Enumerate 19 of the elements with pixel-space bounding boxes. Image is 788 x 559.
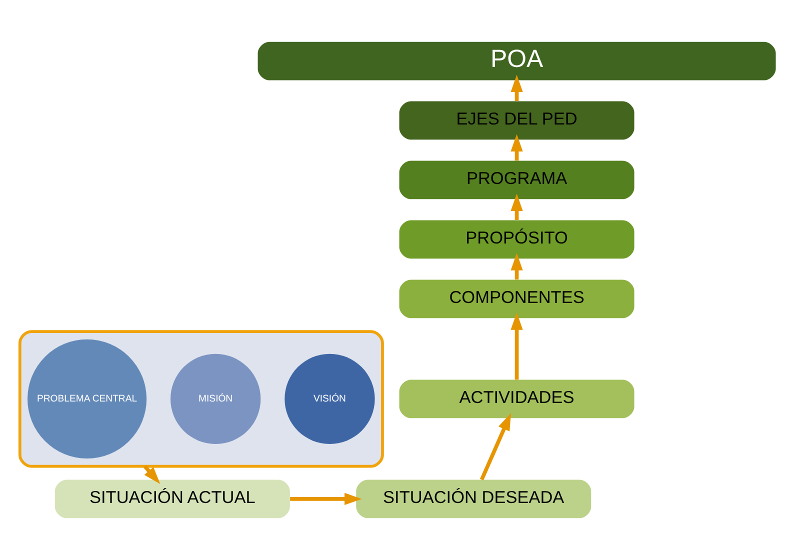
node-box: POA bbox=[258, 41, 776, 80]
arrow bbox=[510, 252, 523, 279]
arrow bbox=[510, 193, 523, 220]
node-circle: MISIÓN bbox=[170, 353, 261, 444]
node-box: COMPONENTES bbox=[399, 279, 634, 318]
arrow bbox=[510, 134, 523, 160]
node-box: PROPÓSITO bbox=[399, 220, 634, 258]
node-circle: VISIÓN bbox=[284, 353, 375, 444]
node-box: EJES DEL PED bbox=[399, 100, 634, 140]
node-circle: PROBLEMA CENTRAL bbox=[28, 338, 147, 458]
cluster bbox=[18, 330, 384, 468]
arrow bbox=[480, 412, 511, 480]
arrow bbox=[510, 74, 523, 101]
node-box: PROGRAMA bbox=[399, 160, 634, 199]
arrow bbox=[290, 492, 362, 505]
node-box: SITUACIÓN ACTUAL bbox=[54, 479, 290, 518]
arrow bbox=[510, 312, 523, 380]
node-box: SITUACIÓN DESEADA bbox=[356, 479, 592, 518]
node-box: ACTIVIDADES bbox=[399, 379, 634, 418]
